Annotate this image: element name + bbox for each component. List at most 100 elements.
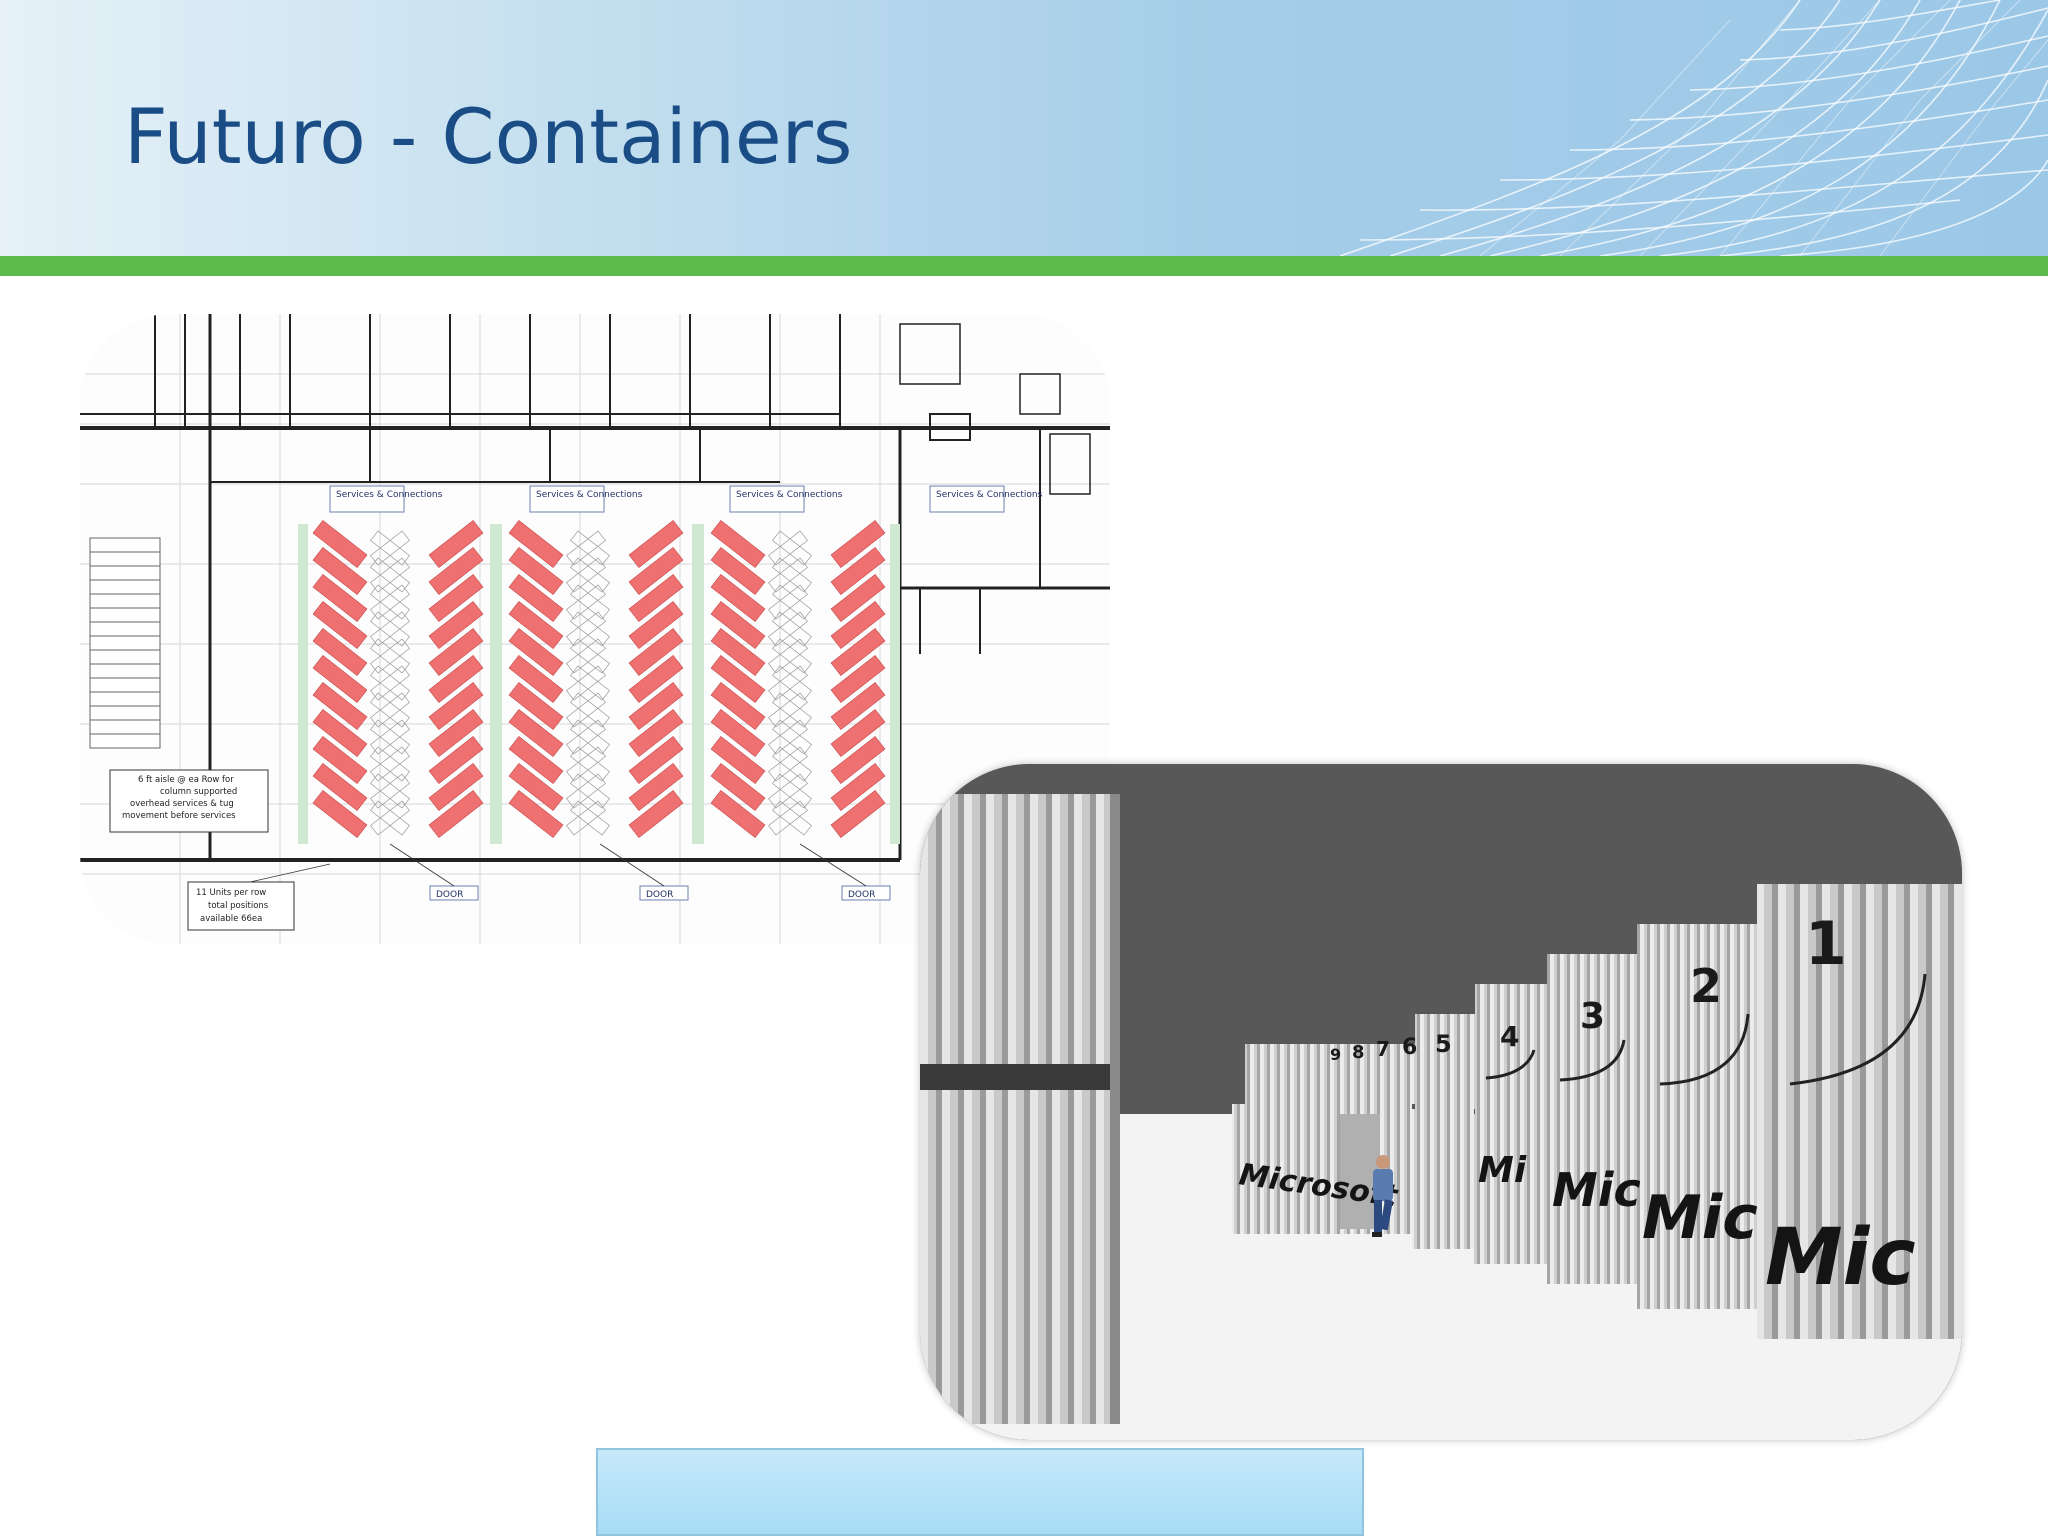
container-unit xyxy=(628,709,684,757)
left-unit-stack xyxy=(89,537,161,749)
aisle-strips xyxy=(298,524,900,844)
container-unit xyxy=(508,547,564,595)
container-unit xyxy=(830,547,886,595)
aisle-note-line-1: 6 ft aisle @ ea Row for xyxy=(138,775,234,785)
container-unit xyxy=(428,655,484,703)
container-unit xyxy=(830,655,886,703)
door-labels: DOOR DOOR DOOR xyxy=(249,843,891,901)
units-note-line-3: available 66ea xyxy=(200,914,262,924)
logo-fragment-3: Mic xyxy=(1552,1163,1641,1217)
aisle-note: 6 ft aisle @ ea Row for column supported… xyxy=(109,769,269,833)
container-unit xyxy=(508,709,564,757)
empty-position xyxy=(772,692,812,728)
empty-position xyxy=(370,665,410,701)
left-container-stack xyxy=(920,794,1120,1424)
container-unit xyxy=(710,547,766,595)
empty-position xyxy=(772,557,812,593)
empty-position xyxy=(370,746,410,782)
empty-position xyxy=(768,692,808,728)
container-unit xyxy=(312,547,368,595)
container-unit xyxy=(312,736,368,784)
back-container-row xyxy=(1245,884,1962,1129)
empty-position xyxy=(370,719,410,755)
aisle-note-line-2: column supported xyxy=(160,787,237,797)
container-unit xyxy=(628,520,684,568)
empty-position xyxy=(570,692,610,728)
container-unit xyxy=(312,682,368,730)
empty-position xyxy=(370,611,410,647)
services-labels: Services & Connections Services & Connec… xyxy=(329,485,1043,513)
container-unit xyxy=(428,790,484,838)
container-unit xyxy=(628,601,684,649)
logo-fragment-4: Mi xyxy=(1478,1150,1527,1191)
container-unit xyxy=(428,682,484,730)
empty-position xyxy=(566,557,606,593)
container-number-8: 8 xyxy=(1352,1042,1365,1063)
container-unit xyxy=(710,601,766,649)
container-unit xyxy=(428,736,484,784)
empty-position xyxy=(570,665,610,701)
empty-position xyxy=(370,692,410,728)
container-unit xyxy=(710,655,766,703)
empty-position xyxy=(772,584,812,620)
container-unit xyxy=(710,790,766,838)
empty-position xyxy=(370,719,410,755)
front-container-row xyxy=(1232,1104,1962,1339)
empty-position xyxy=(772,773,812,809)
container-unit xyxy=(628,655,684,703)
empty-position xyxy=(566,746,606,782)
container-unit xyxy=(508,682,564,730)
container-number-1: 1 xyxy=(1805,909,1847,979)
container-unit xyxy=(312,574,368,622)
container-unit xyxy=(830,520,886,568)
empty-position xyxy=(772,800,812,836)
services-label-1: Services & Connections xyxy=(336,490,443,500)
door-label-3: DOOR xyxy=(848,890,875,900)
container-unit xyxy=(710,682,766,730)
container-unit xyxy=(508,763,564,811)
container-number-6: 6 xyxy=(1402,1035,1417,1060)
container-unit xyxy=(312,709,368,757)
empty-position xyxy=(370,530,410,566)
empty-position xyxy=(768,719,808,755)
container-unit xyxy=(710,763,766,811)
empty-position xyxy=(566,719,606,755)
empty-position xyxy=(370,638,410,674)
container-rows xyxy=(312,520,886,838)
empty-position xyxy=(570,800,610,836)
container-unit xyxy=(508,628,564,676)
container-unit xyxy=(428,709,484,757)
container-unit xyxy=(830,763,886,811)
container-unit xyxy=(428,547,484,595)
container-unit xyxy=(508,736,564,784)
units-note: 11 Units per row total positions availab… xyxy=(187,881,295,931)
empty-position xyxy=(570,584,610,620)
container-unit xyxy=(312,790,368,838)
empty-position xyxy=(566,611,606,647)
container-unit xyxy=(628,736,684,784)
container-unit xyxy=(428,763,484,811)
empty-position xyxy=(768,611,808,647)
container-unit xyxy=(830,709,886,757)
container-unit xyxy=(312,601,368,649)
container-number-3: 3 xyxy=(1580,996,1605,1037)
empty-position xyxy=(772,665,812,701)
container-unit xyxy=(710,520,766,568)
empty-position xyxy=(570,638,610,674)
container-unit xyxy=(312,628,368,676)
container-unit xyxy=(830,628,886,676)
empty-position xyxy=(566,773,606,809)
units-note-line-1: 11 Units per row xyxy=(196,888,266,898)
container-unit xyxy=(628,790,684,838)
empty-position xyxy=(370,800,410,836)
container-unit xyxy=(830,790,886,838)
empty-position xyxy=(566,584,606,620)
container-number-4: 4 xyxy=(1500,1020,1519,1053)
door-label-1: DOOR xyxy=(436,890,463,900)
empty-position xyxy=(370,800,410,836)
container-unit xyxy=(508,574,564,622)
empty-position xyxy=(370,773,410,809)
container-unit xyxy=(710,709,766,757)
empty-position xyxy=(768,773,808,809)
empty-position xyxy=(570,719,610,755)
